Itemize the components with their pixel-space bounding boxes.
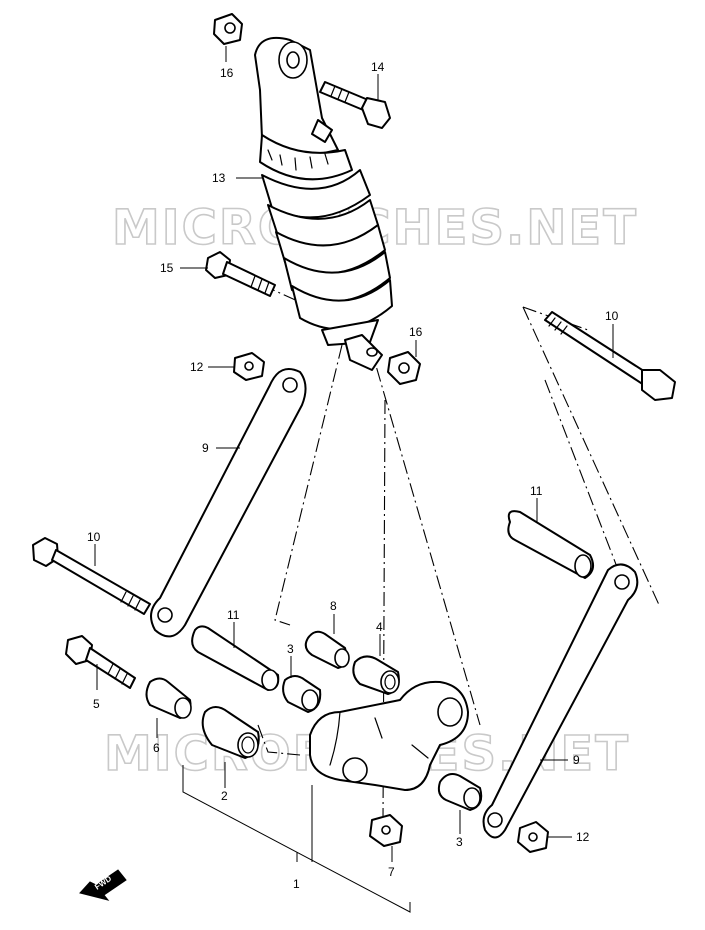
callout-1: 1 <box>293 877 300 891</box>
callout-2: 2 <box>221 789 228 803</box>
callout-14: 14 <box>371 60 385 74</box>
callout-3-left: 3 <box>287 642 294 656</box>
callout-11-lower: 11 <box>227 608 240 622</box>
callout-16-top: 16 <box>220 66 234 80</box>
callout-10-left: 10 <box>87 530 101 544</box>
callout-12-left: 12 <box>190 360 204 374</box>
bolt-15 <box>205 251 276 297</box>
callout-8: 8 <box>330 599 337 613</box>
collar-11-lower <box>191 625 280 691</box>
nut-12-right <box>517 821 549 853</box>
callout-3-right: 3 <box>456 835 463 849</box>
collar-11-right <box>507 510 595 579</box>
callout-16-right: 16 <box>409 325 423 339</box>
bolt-5 <box>65 635 136 689</box>
spacer-6 <box>145 677 192 719</box>
nut-16-right <box>387 351 421 385</box>
nut-7 <box>369 814 403 847</box>
callout-10-right: 10 <box>605 309 619 323</box>
callout-12-right: 12 <box>576 830 590 844</box>
callout-15: 15 <box>160 261 174 275</box>
bearing-2 <box>201 706 260 759</box>
bearing-4 <box>352 655 400 695</box>
callout-6: 6 <box>153 741 160 755</box>
bolt-10-left <box>32 537 151 615</box>
tie-rod-9-right <box>482 563 639 839</box>
callout-11-right: 11 <box>530 484 543 498</box>
callout-13: 13 <box>212 171 226 185</box>
bolt-10-right <box>544 311 676 401</box>
cushion-lever-1 <box>309 680 469 791</box>
callout-leaders <box>94 46 614 862</box>
callout-5: 5 <box>93 697 100 711</box>
callout-9-right: 9 <box>573 753 580 767</box>
nut-16-top <box>213 13 243 45</box>
collar-8 <box>304 630 350 669</box>
part-1-bracket <box>182 765 411 913</box>
shock-absorber <box>254 36 393 371</box>
bolt-14 <box>319 81 391 129</box>
callout-9-left: 9 <box>202 441 209 455</box>
callout-7: 7 <box>388 865 395 879</box>
tie-rod-9-left <box>150 368 307 638</box>
bearing-3-right <box>437 773 483 811</box>
bearing-3-left <box>282 675 322 713</box>
nut-12-left <box>233 352 265 381</box>
forward-arrow-icon: FWD <box>79 869 127 901</box>
callout-4: 4 <box>376 620 383 634</box>
